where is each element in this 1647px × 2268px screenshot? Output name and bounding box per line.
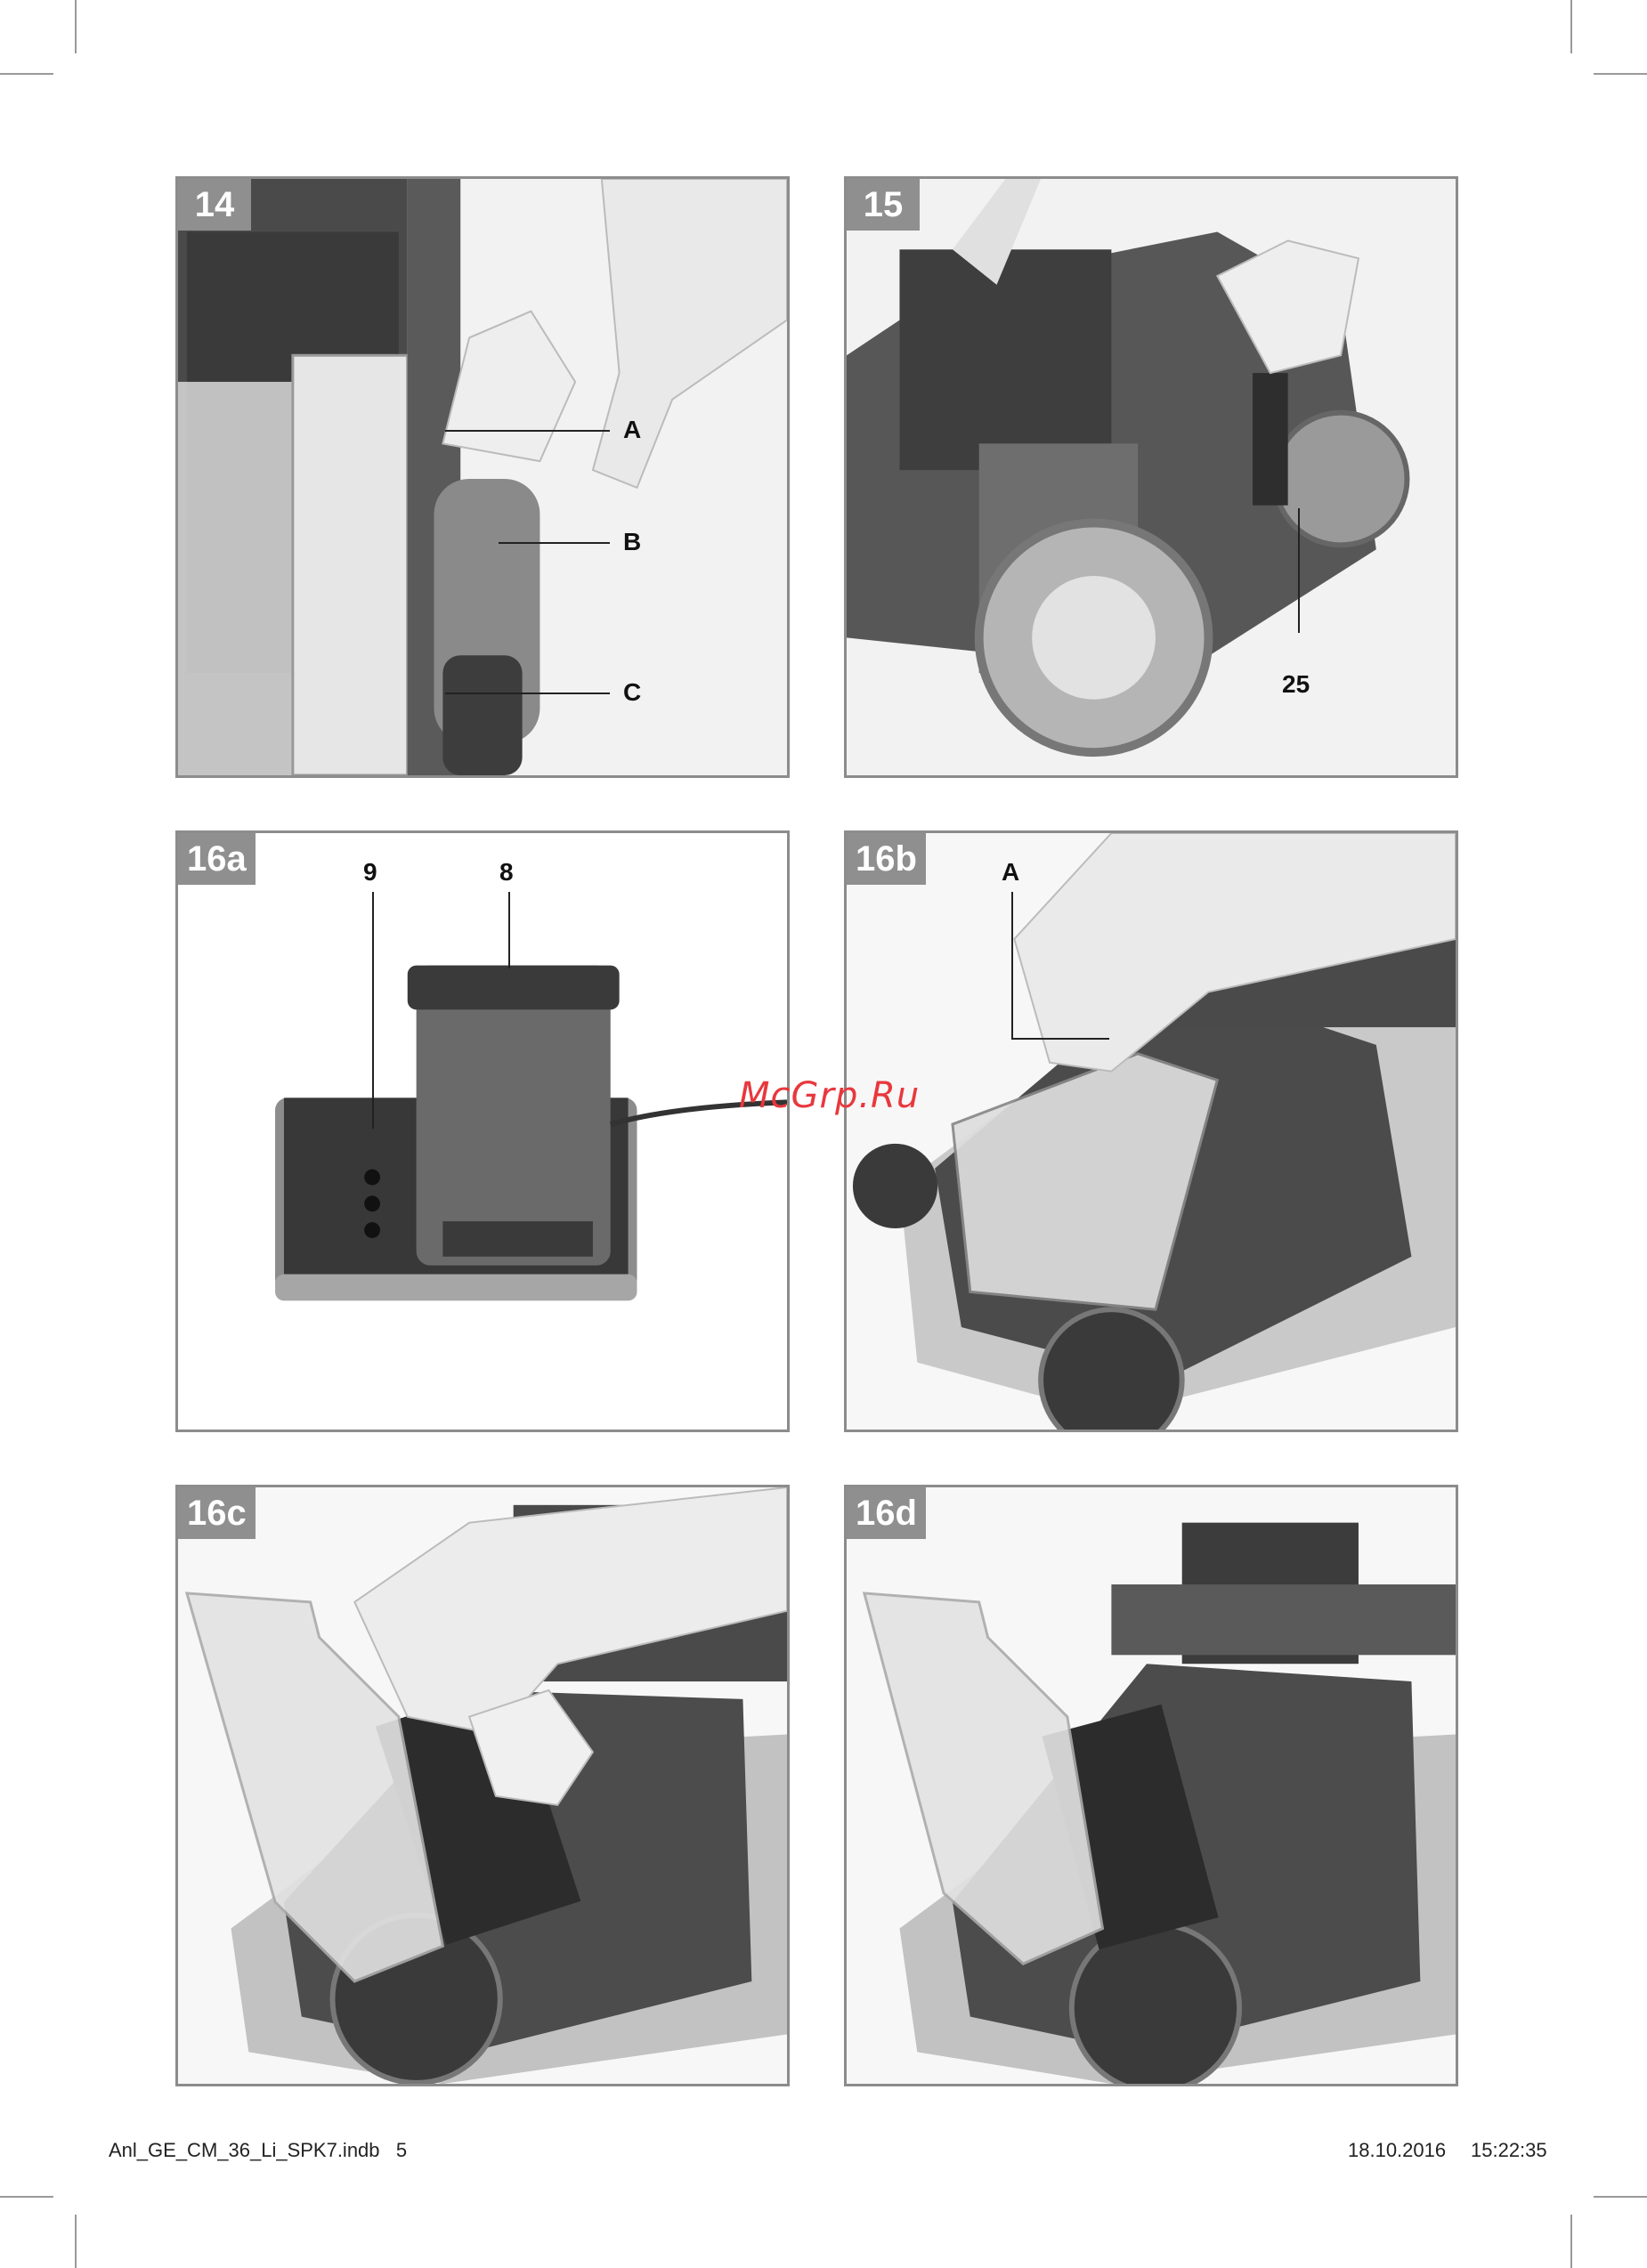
footer-file-info: Anl_GE_CM_36_Li_SPK7.indb 5 [109, 2139, 407, 2162]
callout-label: 25 [1282, 670, 1310, 699]
watermark: McGrp.Ru [739, 1075, 920, 1116]
crop-mark [75, 2215, 77, 2268]
figure-number: 16a [178, 833, 256, 885]
figure-panel-16d: 16d [844, 1485, 1458, 2086]
crop-mark [1570, 0, 1572, 53]
crop-mark [75, 0, 77, 53]
figure-panel-16b: 16b A [844, 830, 1458, 1432]
photo-battery-inserted [847, 1487, 1456, 2084]
crop-mark [0, 2196, 53, 2198]
crop-mark [1570, 2215, 1572, 2268]
callout-label: A [623, 416, 641, 444]
photo-battery-charger [178, 833, 787, 1430]
figure-number: 16d [847, 1487, 926, 1539]
footer-time: 15:22:35 [1471, 2139, 1547, 2162]
callout-label: 8 [499, 858, 514, 887]
figure-number: 16c [178, 1487, 256, 1539]
crop-mark [0, 73, 53, 75]
crop-mark [1594, 2196, 1647, 2198]
callout-label: C [623, 678, 641, 707]
footer-date: 18.10.2016 [1348, 2139, 1446, 2162]
figure-number: 14 [178, 179, 251, 231]
photo-mower-grass-bag-attach [178, 179, 787, 775]
figure-number: 16b [847, 833, 926, 885]
callout-label: A [1002, 858, 1019, 887]
figure-panel-16a: 16a 9 8 [175, 830, 790, 1432]
crop-mark [1594, 73, 1647, 75]
figure-number: 15 [847, 179, 920, 231]
photo-mower-height-adjust [847, 179, 1456, 775]
photo-open-battery-cover [847, 833, 1456, 1430]
figure-panel-14: 14 A B C [175, 176, 790, 778]
photo-insert-battery [178, 1487, 787, 2084]
figure-panel-16c: 16c [175, 1485, 790, 2086]
callout-label: 9 [363, 858, 377, 887]
callout-label: B [623, 528, 641, 556]
figure-panel-15: 15 25 [844, 176, 1458, 778]
